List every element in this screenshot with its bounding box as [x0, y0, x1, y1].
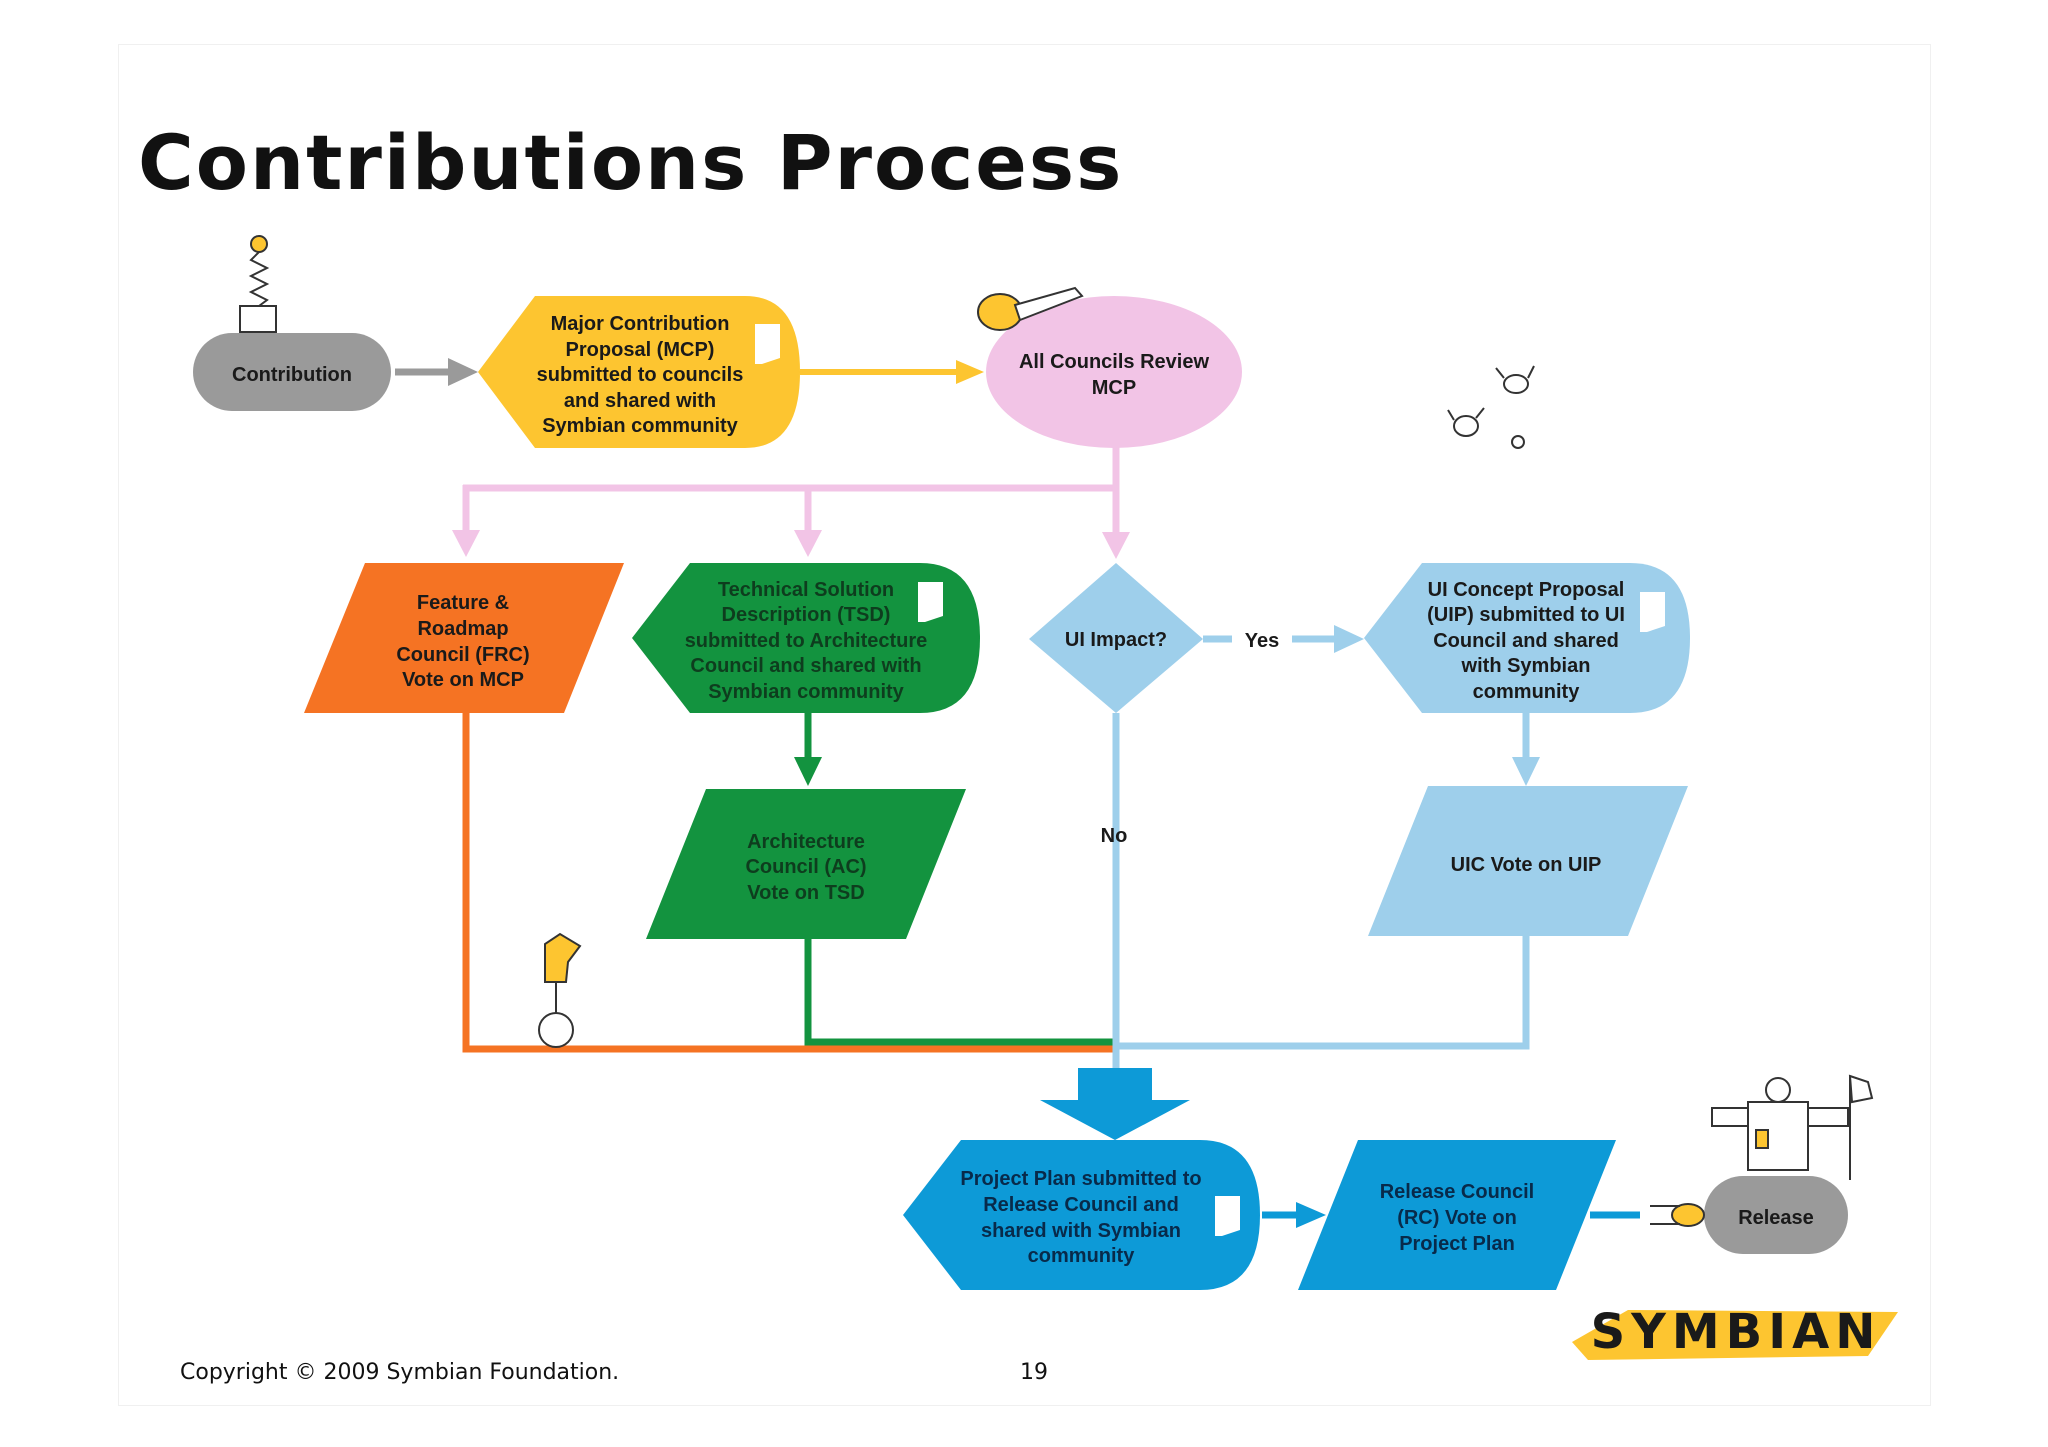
node-ac-vote: Architecture Council (AC) Vote on TSD: [646, 789, 966, 939]
node-mcp: Major Contribution Proposal (MCP) submit…: [478, 296, 800, 448]
node-mcp-line-4: and shared with: [564, 390, 716, 412]
node-all-councils-line-1: All Councils Review: [1019, 351, 1209, 373]
node-uip-line-2: (UIP) submitted to UI: [1427, 604, 1625, 626]
page-number: 19: [1020, 1360, 1048, 1385]
arrow-tsd-ac: [794, 757, 822, 786]
node-ui-impact: UI Impact?: [1029, 563, 1203, 713]
node-tsd: Technical Solution Description (TSD) sub…: [632, 563, 980, 713]
node-project-plan: Project Plan submitted to Release Counci…: [903, 1140, 1260, 1290]
node-ui-impact-label: UI Impact?: [1065, 629, 1167, 651]
node-ac-line-1: Architecture: [747, 831, 865, 853]
node-uip-line-5: community: [1473, 681, 1581, 703]
node-ac-line-3: Vote on TSD: [747, 882, 864, 904]
arrow-contribution-mcp: [448, 358, 478, 386]
node-uic-vote: UIC Vote on UIP: [1368, 786, 1688, 936]
pointing-hand-doodle: [977, 286, 1084, 331]
node-contribution-label: Contribution: [232, 364, 352, 386]
node-contribution: Contribution: [193, 333, 391, 411]
bees-doodle: [1447, 365, 1535, 449]
document-icon: [918, 582, 943, 622]
edge-ac-merge: [804, 936, 1116, 1046]
node-tsd-line-2: Description (TSD): [722, 604, 891, 626]
node-uip-line-3: Council and shared: [1433, 630, 1619, 652]
node-mcp-line-1: Major Contribution: [551, 313, 730, 335]
node-mcp-line-2: Proposal (MCP): [566, 339, 715, 361]
node-tsd-line-5: Symbian community: [708, 681, 904, 703]
document-icon: [1215, 1196, 1240, 1236]
node-plan-line-1: Project Plan submitted to: [960, 1168, 1201, 1190]
node-uip-line-4: with Symbian: [1461, 655, 1591, 677]
node-release: Release: [1704, 1176, 1848, 1254]
node-tsd-line-4: Council and shared with: [690, 655, 921, 677]
node-frc-line-2: Roadmap: [417, 618, 508, 640]
edge-councils-distribution: [452, 446, 1130, 559]
document-icon: [755, 324, 780, 364]
node-rc-line-1: Release Council: [1380, 1181, 1535, 1203]
node-uic-label: UIC Vote on UIP: [1451, 854, 1602, 876]
node-all-councils-line-2: MCP: [1092, 377, 1136, 399]
node-tsd-line-1: Technical Solution: [718, 579, 894, 601]
node-frc-line-4: Vote on MCP: [402, 669, 524, 691]
edge-label-no: No: [1101, 825, 1128, 847]
robot-with-flag-doodle: [1711, 1074, 1874, 1180]
symbian-logo: SYMBIAN: [1572, 1304, 1898, 1360]
copyright-text: Copyright © 2009 Symbian Foundation.: [180, 1360, 620, 1385]
symbian-logo-text: SYMBIAN: [1591, 1304, 1882, 1360]
slide-title: Contributions Process: [138, 118, 1124, 207]
node-frc-line-3: Council (FRC): [396, 644, 529, 666]
document-icon: [1640, 592, 1665, 632]
node-plan-line-2: Release Council and: [983, 1194, 1179, 1216]
node-rc-line-2: (RC) Vote on: [1397, 1207, 1517, 1229]
node-plan-line-4: community: [1028, 1245, 1136, 1267]
lightbulb-robot-doodle: [239, 235, 277, 333]
node-uip: UI Concept Proposal (UIP) submitted to U…: [1364, 563, 1690, 713]
node-plan-line-3: shared with Symbian: [981, 1220, 1181, 1242]
edge-uic-merge: [1116, 936, 1530, 1050]
node-frc-line-1: Feature &: [417, 592, 509, 614]
arrow-uip-uic: [1512, 757, 1540, 786]
unicycle-horse-doodle: [538, 932, 582, 1048]
node-uip-line-1: UI Concept Proposal: [1428, 579, 1625, 601]
arrow-mcp-councils: [956, 360, 984, 384]
node-release-label: Release: [1738, 1207, 1814, 1229]
node-ac-line-2: Council (AC): [745, 856, 866, 878]
arrow-yes: [1334, 625, 1364, 653]
edge-frc-merge: [462, 713, 1116, 1053]
node-all-councils: All Councils Review MCP: [986, 296, 1242, 448]
arrow-plan-rc: [1296, 1202, 1326, 1228]
node-rc-vote: Release Council (RC) Vote on Project Pla…: [1298, 1140, 1616, 1290]
node-mcp-line-5: Symbian community: [542, 415, 738, 437]
edge-label-yes: Yes: [1245, 630, 1279, 652]
node-rc-line-3: Project Plan: [1399, 1233, 1515, 1255]
merge-arrow: [1040, 1068, 1190, 1140]
pointing-glove-doodle: [1650, 1203, 1705, 1227]
node-tsd-line-3: submitted to Architecture: [685, 630, 928, 652]
node-frc: Feature & Roadmap Council (FRC) Vote on …: [304, 563, 624, 713]
node-mcp-line-3: submitted to councils: [537, 364, 744, 386]
